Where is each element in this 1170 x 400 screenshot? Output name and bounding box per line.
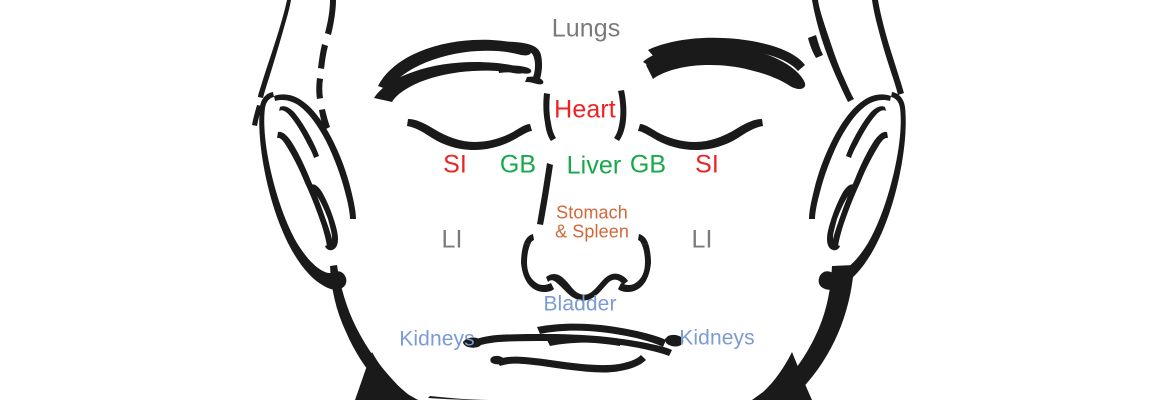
hairline-right [872,0,904,95]
eye-right-closed [638,119,763,150]
ear-left-outer [259,92,347,290]
mouth-corner-right [665,334,684,347]
ear-right-antihelix [832,131,888,248]
mouth-lower-lip [496,355,646,373]
mouth-upper-arc [537,323,666,347]
jaw-contour-right [760,265,854,400]
nose-bridge-line [537,163,553,225]
label-stomach-line1: Stomach [556,202,628,223]
nose-wing-right [618,243,651,292]
label-gb-left: GB [499,150,537,179]
label-kidneys-right: Kidneys [679,326,755,350]
jaw-shadow-right [752,352,812,400]
ear-right-outer [818,92,906,290]
eye-left-closed [407,119,532,150]
eyebrow-right-notch [712,43,755,55]
temple-left-b [318,44,328,69]
label-lungs: Lungs [551,14,621,43]
temple-left [325,0,336,35]
label-li-left: LI [441,225,463,254]
label-li-right: LI [691,225,713,254]
eyebrow-right-upper [648,37,805,71]
temple-left-d [319,109,330,130]
ear-left-tragus [279,106,319,158]
jaw-shadow-left [355,352,418,400]
glabella-line-right [614,90,627,141]
temple-left-c [316,78,323,99]
eyebrow-left-brow-tail [485,41,543,82]
label-liver: Liver [566,151,622,180]
chin-contour [428,396,490,400]
eyebrow-left-tip2 [525,76,544,85]
ear-right-concha [827,184,855,251]
nose-wing-left-top [524,234,534,245]
ear-left-concha [310,184,338,251]
ear-right-helix [809,94,891,219]
ear-left-helix [274,94,356,219]
label-heart: Heart [554,95,616,124]
mouth-corner-left [463,337,482,348]
mouth-lower-lip-left-tip [490,355,505,365]
eyebrow-right-body [646,45,806,89]
temple-right [812,0,854,102]
temple-right-notch [808,35,823,58]
ear-right-tragus [846,106,886,158]
nose-wing-left [521,243,554,292]
nose-wing-right-top [638,234,648,245]
mouth-line-mid [547,336,672,356]
eyebrow-left-tip1 [498,65,532,74]
label-kidneys-left: Kidneys [399,327,475,351]
nose-base-curve [546,273,628,301]
ear-left-antihelix [277,131,333,248]
label-stomach-spleen: Stomach & Spleen [555,202,629,243]
glabella-line-left [543,93,556,141]
label-spleen-line2: & Spleen [555,222,629,242]
label-gb-right: GB [629,150,667,179]
hairline-left-lower [252,105,262,126]
label-bladder: Bladder [543,292,617,316]
hairline-left [258,0,291,98]
label-si-right: SI [695,150,719,179]
label-si-left: SI [443,150,467,179]
